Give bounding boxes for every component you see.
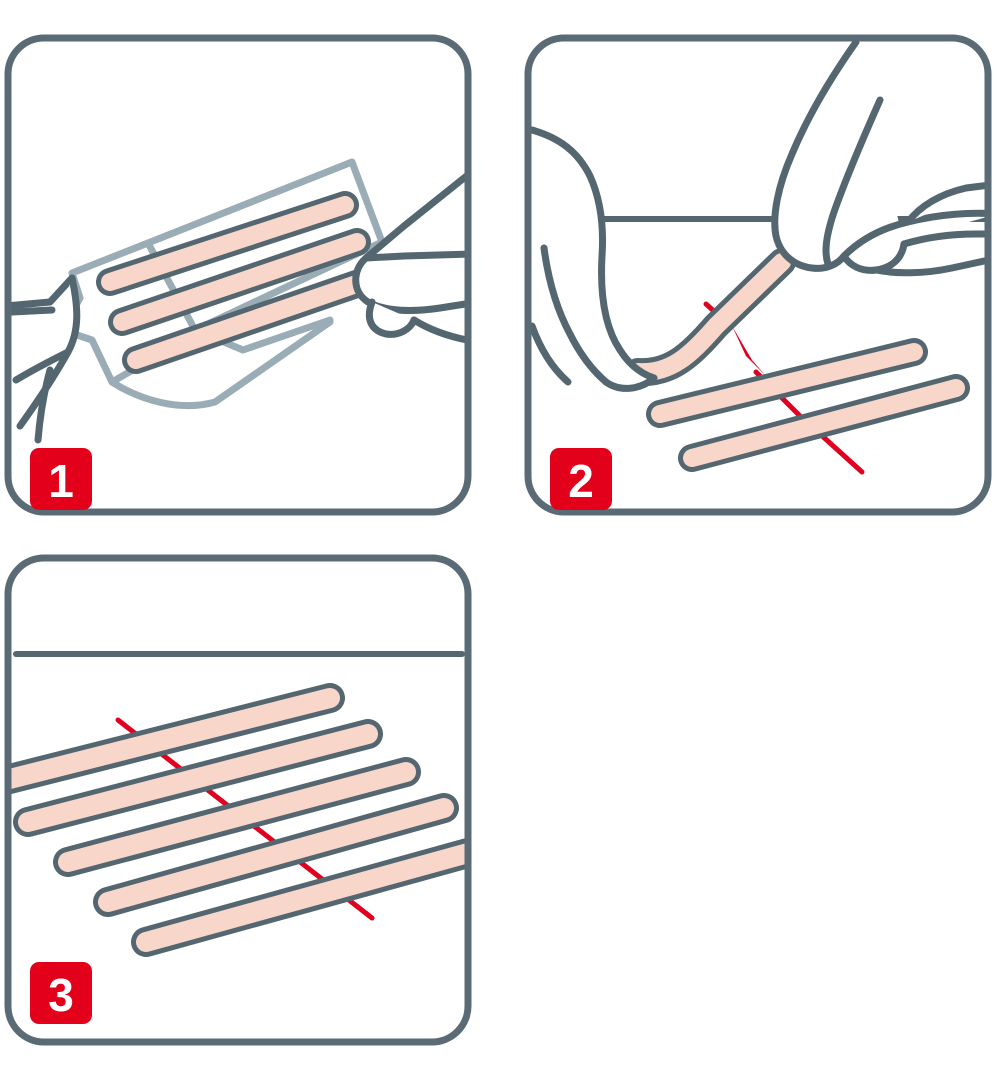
strip-3 <box>53 757 421 877</box>
panel-3-border <box>4 554 472 1046</box>
strip-4 <box>93 793 459 917</box>
instruction-panel-2[interactable]: 2 <box>520 30 1000 520</box>
step-badge-3: 3 <box>30 962 92 1024</box>
step-badge-1: 1 <box>30 448 92 510</box>
strip-2 <box>13 719 383 837</box>
step-badge-3-label: 3 <box>48 969 74 1021</box>
strip-group <box>96 191 382 374</box>
strip-placed-upper <box>646 338 928 428</box>
step-badge-2: 2 <box>550 448 612 510</box>
step-badge-2-label: 2 <box>568 455 594 507</box>
panel-3-background <box>8 558 468 1042</box>
strip-5 <box>131 833 468 957</box>
strip-placed-lower <box>678 374 970 472</box>
step-badge-1-label: 1 <box>48 455 74 507</box>
instruction-panel-3[interactable]: 3 <box>0 550 480 1050</box>
left-hand <box>8 274 81 444</box>
step-badge-3-shape <box>30 962 92 1024</box>
strip-bottom <box>122 266 382 374</box>
right-hand <box>352 166 468 346</box>
right-hand <box>771 38 988 277</box>
instruction-panel-1[interactable]: 1 <box>0 30 480 520</box>
strip-being-applied <box>624 248 796 387</box>
strip-middle <box>108 228 371 336</box>
left-hand <box>528 126 658 392</box>
panel-2-border <box>524 34 992 516</box>
panel-1-border <box>4 34 472 516</box>
backing-paper-flap <box>108 318 334 410</box>
step-badge-2-shape <box>550 448 612 510</box>
strip-1 <box>8 683 345 799</box>
strip-top <box>96 191 359 296</box>
step-badge-1-shape <box>30 448 92 510</box>
